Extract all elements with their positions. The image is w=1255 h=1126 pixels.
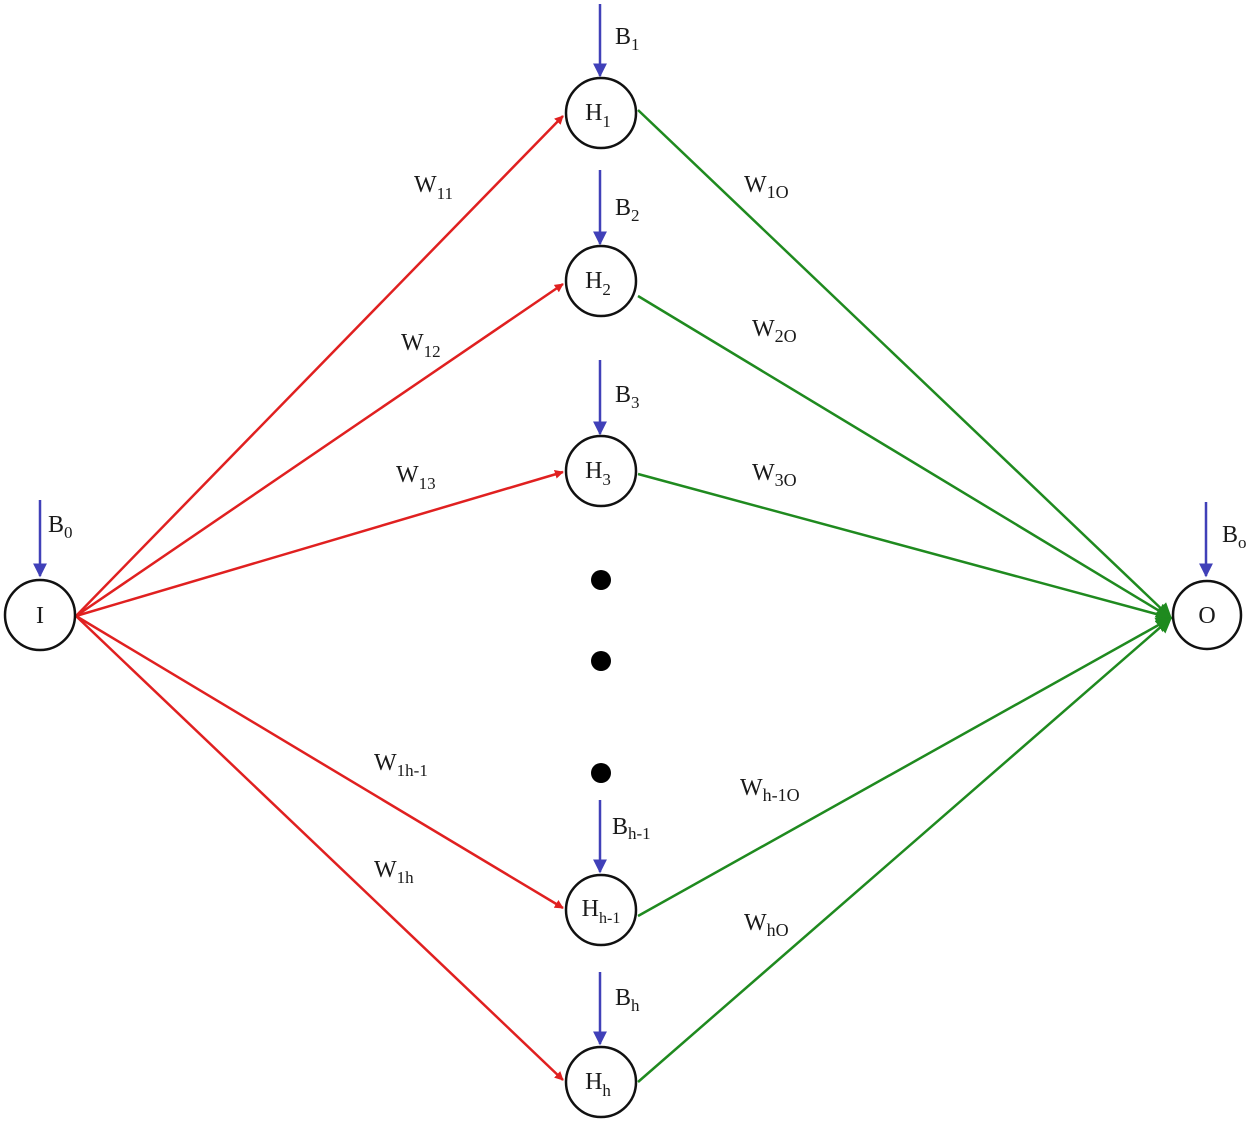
hidden-node-h-1: Hh-1 [564, 873, 638, 947]
svg-text:I: I [36, 603, 44, 629]
edge-i-h1 [75, 115, 564, 617]
svg-text:H1: H1 [585, 100, 611, 131]
edge-h1-o [637, 109, 1173, 620]
weight-label-ho: WhO [744, 910, 789, 940]
input-hidden-edges [75, 115, 564, 1081]
weight-label-1h: W1h [374, 857, 414, 887]
hidden-node-3: H3 [564, 434, 638, 508]
svg-text:H2: H2 [585, 268, 611, 299]
input-node: I [3, 578, 77, 652]
weight-label-1o: W1O [744, 172, 789, 202]
hidden-node-1: H1 [564, 76, 638, 150]
bias-label-h1: B1 [615, 24, 640, 54]
weight-label-13: W13 [396, 462, 436, 493]
edge-i-h3 [75, 469, 564, 618]
bias-labels: B0 B1 B2 B3 Bh-1 Bh Bo [48, 24, 1247, 1015]
output-node: O [1171, 579, 1243, 651]
ellipsis-dot [591, 651, 611, 671]
bias-label-input: B0 [48, 512, 73, 542]
ellipsis-dot [591, 570, 611, 590]
bias-label-output: Bo [1222, 522, 1247, 552]
weight-label-12: W12 [401, 330, 441, 361]
edge-hh-o [637, 616, 1173, 1083]
bias-label-h: Bh [615, 985, 640, 1015]
weight-label-3o: W3O [752, 460, 797, 490]
edge-i-hh1 [75, 614, 564, 910]
weight-label-h-1o: Wh-1O [740, 775, 800, 805]
edge-i-h2 [75, 282, 564, 618]
hidden-node-h: Hh [564, 1045, 638, 1119]
ellipsis-dot [591, 763, 611, 783]
hidden-node-2: H2 [564, 244, 638, 318]
weight-label-1h-1: W1h-1 [374, 750, 428, 780]
svg-text:Hh-1: Hh-1 [582, 896, 621, 927]
output-weight-labels: W1O W2O W3O Wh-1O WhO [740, 172, 800, 940]
ellipsis-dots [591, 570, 611, 783]
bias-arrows [33, 4, 1213, 1046]
svg-text:Hh: Hh [585, 1069, 611, 1100]
edge-h3-o [637, 472, 1173, 622]
weight-label-2o: W2O [752, 316, 797, 346]
input-weight-labels: W11 W12 W13 W1h-1 W1h [374, 172, 453, 887]
bias-label-h-1: Bh-1 [612, 814, 651, 843]
svg-text:O: O [1198, 603, 1215, 629]
edge-hh1-o [637, 616, 1173, 918]
svg-text:H3: H3 [585, 458, 611, 489]
bias-label-h3: B3 [615, 382, 640, 412]
bias-label-h2: B2 [615, 195, 640, 225]
hidden-output-edges [637, 109, 1173, 1083]
edge-h2-o [637, 294, 1173, 620]
edge-i-hh [75, 615, 564, 1081]
weight-label-11: W11 [414, 172, 453, 203]
